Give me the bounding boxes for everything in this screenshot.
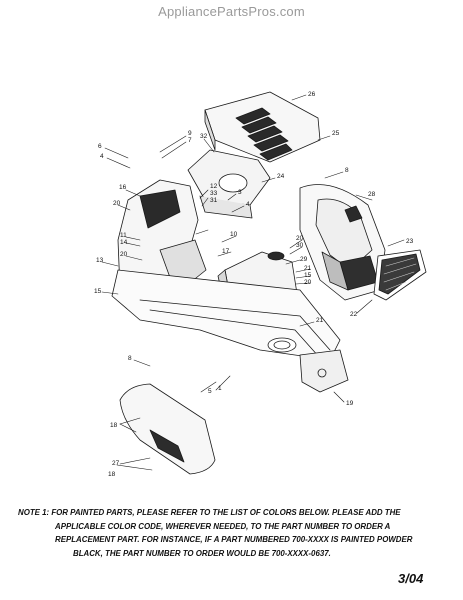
callout-33: 33 (210, 190, 218, 197)
callout-9: 9 (188, 130, 192, 137)
callout-14: 14 (120, 239, 128, 246)
callout-6: 6 (98, 143, 102, 150)
front-housing-part (299, 184, 386, 301)
side-cover-part (119, 383, 216, 475)
callout-labels: 26 25 9 7 6 4 32 8 24 16 12 33 31 28 20 … (94, 91, 414, 478)
callout-28: 28 (368, 191, 376, 198)
page-code: 3/04 (398, 571, 424, 586)
callout-11: 11 (120, 232, 127, 239)
watermark-text: AppliancePartsPros.com (158, 4, 305, 19)
callout-31: 31 (210, 197, 218, 204)
callout-21: 21 (304, 265, 312, 272)
callout-19: 19 (346, 400, 354, 407)
leader-lines (101, 94, 405, 471)
callout-20-b: 20 (296, 235, 304, 242)
callout-24: 24 (277, 173, 285, 180)
note-line-1: NOTE 1: FOR PAINTED PARTS, PLEASE REFER … (18, 508, 401, 517)
callout-21-b: 21 (316, 317, 324, 324)
callout-4-b: 4 (246, 201, 250, 208)
callout-29: 29 (300, 256, 308, 263)
callout-13: 13 (96, 257, 104, 264)
callout-25: 25 (332, 130, 340, 137)
callout-18-b: 18 (108, 471, 116, 478)
note-line-4: BLACK, THE PART NUMBER TO ORDER WOULD BE… (73, 548, 331, 558)
exploded-parts-diagram: 26 25 9 7 6 4 32 8 24 16 12 33 31 28 20 … (94, 91, 427, 478)
callout-20-c: 20 (120, 251, 128, 258)
callout-20: 20 (113, 200, 121, 207)
callout-8-b: 8 (128, 355, 132, 362)
note-line-3: REPLACEMENT PART. FOR INSTANCE, IF A PAR… (55, 535, 413, 544)
painted-parts-note: NOTE 1: FOR PAINTED PARTS, PLEASE REFER … (18, 506, 458, 560)
note-line-2: APPLICABLE COLOR CODE, WHEREVER NEEDED, … (55, 521, 391, 531)
callout-18: 18 (110, 422, 118, 429)
dash-panel-part (187, 149, 271, 219)
callout-27: 27 (112, 460, 120, 467)
hood-top-part (204, 91, 321, 163)
callout-22: 22 (350, 311, 358, 318)
callout-1: 1 (218, 385, 222, 392)
callout-12: 12 (210, 183, 218, 190)
callout-32: 32 (200, 133, 208, 140)
callout-23: 23 (406, 238, 414, 245)
callout-17: 17 (222, 248, 230, 255)
callout-30: 30 (296, 242, 304, 249)
grille-insert-part (373, 249, 427, 301)
callout-15-b: 15 (94, 288, 102, 295)
callout-8: 8 (345, 167, 349, 174)
callout-10: 10 (230, 231, 238, 238)
callout-3: 3 (238, 189, 242, 196)
callout-20-d: 20 (304, 279, 312, 286)
callout-15: 15 (304, 272, 312, 279)
callout-7: 7 (188, 137, 192, 144)
callout-26: 26 (308, 91, 316, 98)
callout-5: 5 (208, 388, 212, 395)
callout-16: 16 (119, 184, 127, 191)
frame-chassis-part (111, 269, 349, 393)
callout-4: 4 (100, 153, 104, 160)
